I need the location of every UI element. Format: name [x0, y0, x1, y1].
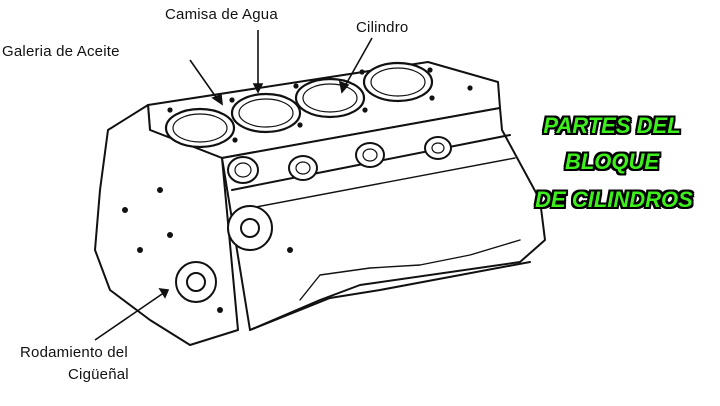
title-line-2: BLOQUE: [564, 149, 660, 174]
title-line-3: DE CILINDROS: [535, 187, 693, 212]
cylinder-bore-1: [164, 107, 236, 149]
label-galeria-de-aceite: Galeria de Aceite: [2, 43, 120, 60]
label-rodamiento: Rodamiento del: [20, 344, 128, 361]
cylinder-bore-3: [294, 77, 366, 119]
leader-galeria: [189, 59, 219, 101]
label-camisa-de-agua: Camisa de Agua: [165, 6, 278, 23]
cylinder-bore-2: [230, 92, 302, 134]
side-boss-2: [288, 155, 318, 181]
cylinder-bore-4: [362, 61, 434, 103]
leader-rodamiento: [94, 291, 166, 341]
title-line-1: PARTES DEL: [543, 113, 681, 138]
side-boss-1: [227, 156, 259, 184]
side-boss-4: [424, 136, 452, 160]
label-ciguenal: Cigüeñal: [68, 366, 129, 383]
label-cilindro: Cilindro: [356, 19, 409, 36]
leader-cilindro: [344, 37, 373, 87]
side-boss-3: [355, 142, 385, 168]
